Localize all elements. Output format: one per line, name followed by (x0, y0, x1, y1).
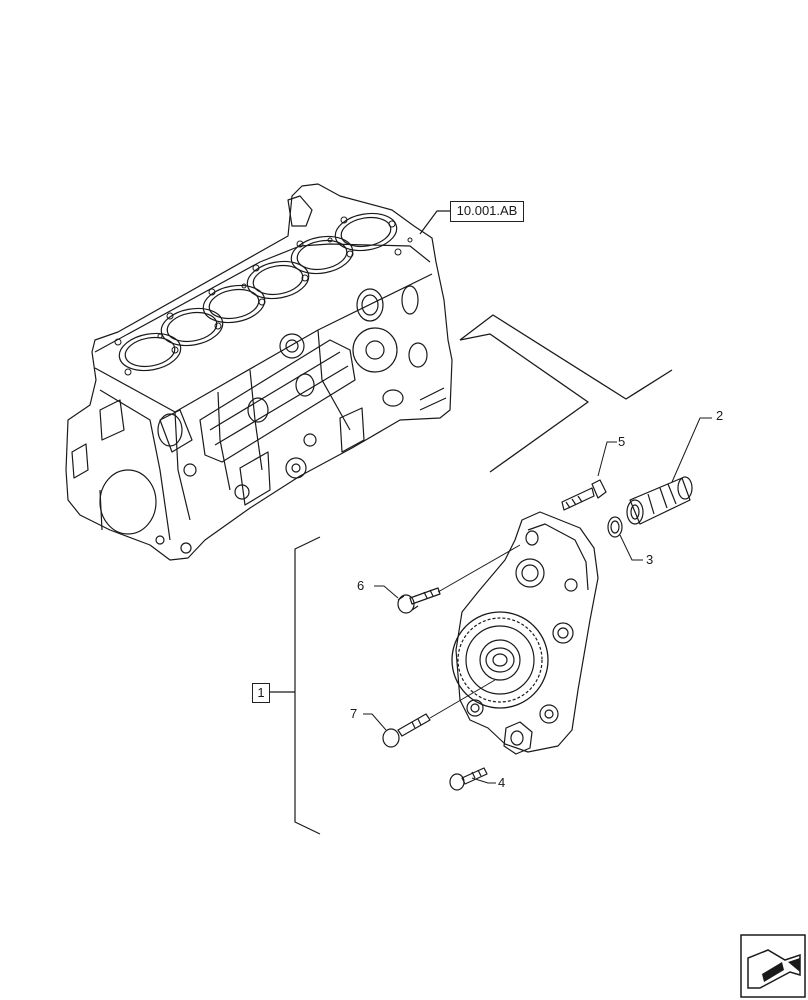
callout-3: 3 (646, 552, 654, 567)
phantom-position-lines (459, 314, 673, 473)
callout-6: 6 (357, 578, 365, 593)
callout-4: 4 (498, 775, 506, 790)
callout-7: 7 (350, 706, 358, 721)
callout-2: 2 (716, 408, 724, 423)
engine-block (65, 183, 453, 561)
pipe-fitting-part-2 (626, 476, 693, 525)
oil-pump (451, 511, 599, 755)
group-label-box: 1 (252, 683, 270, 703)
bolt-part-4 (449, 767, 488, 791)
callout-5: 5 (618, 434, 626, 449)
reference-leader-line (419, 210, 450, 235)
reference-box-10-001-ab[interactable]: 10.001.AB (450, 201, 524, 222)
bolt-part-5 (561, 479, 607, 511)
bolt-part-7 (382, 713, 431, 748)
callout-leaders (363, 417, 712, 784)
next-page-arrow-icon[interactable] (740, 934, 806, 998)
bolt-part-6 (397, 587, 441, 614)
seal-ring-part-3 (607, 516, 623, 538)
group-bracket (294, 536, 321, 835)
